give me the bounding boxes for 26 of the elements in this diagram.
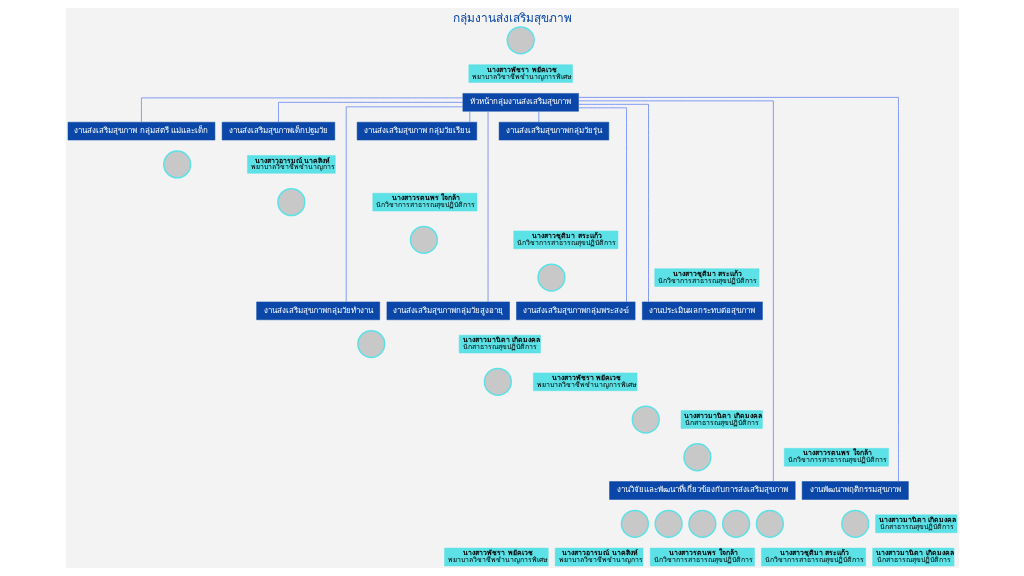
- connector: [487, 110, 488, 303]
- node-circle: [620, 509, 649, 538]
- node-circle: [276, 187, 305, 217]
- connector: [277, 101, 463, 123]
- connector: [577, 107, 627, 303]
- node-circle: [653, 509, 683, 538]
- node-circle: [721, 509, 750, 538]
- connector: [468, 110, 470, 123]
- node-circle: [840, 509, 869, 538]
- node-circle: [631, 405, 660, 434]
- node-circle: [162, 150, 191, 179]
- node-circle: [506, 26, 535, 55]
- node-circle: [409, 225, 438, 254]
- connector: [345, 106, 463, 303]
- connector: [537, 110, 539, 123]
- node-circle: [536, 263, 566, 292]
- node-circle: [687, 509, 716, 538]
- node-circle: [356, 329, 385, 359]
- connector: [577, 97, 899, 482]
- diagram-title: กลุ่มงานส่งเสริมสุขภาพ: [452, 10, 572, 25]
- node-circle: [755, 509, 784, 538]
- connector: [577, 103, 649, 303]
- node-circle: [682, 443, 712, 472]
- node-circle: [483, 367, 512, 396]
- connector: [140, 97, 463, 123]
- connector: [577, 100, 774, 482]
